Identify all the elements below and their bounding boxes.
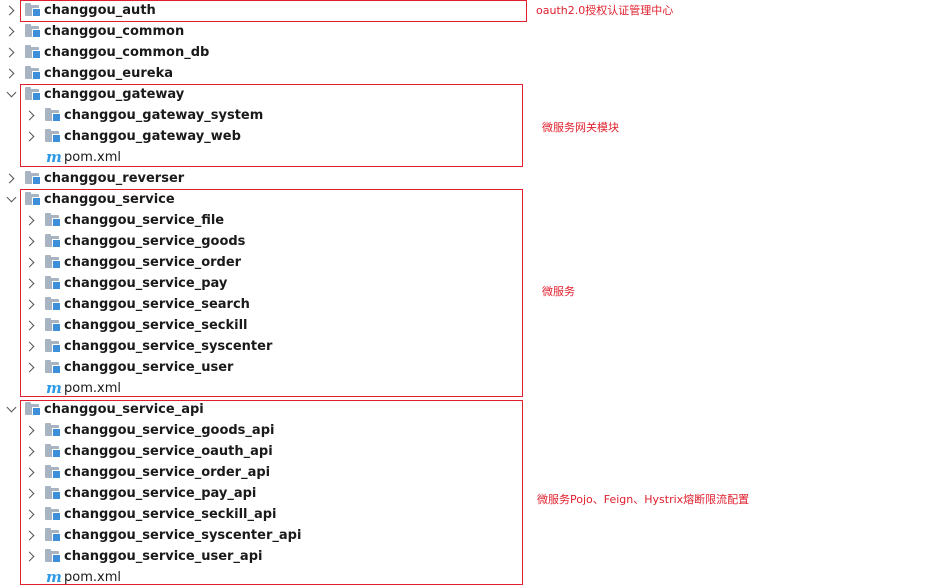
tree-module-row[interactable]: changgou_common_db bbox=[0, 42, 520, 63]
annotation-note-service-api: 微服务Pojo、Feign、Hystrix熔断限流配置 bbox=[537, 493, 750, 506]
tree-item-label: pom.xml bbox=[64, 381, 121, 396]
chevron-right-icon[interactable] bbox=[6, 0, 18, 21]
tree-item-label: changgou_service_api bbox=[44, 402, 204, 417]
tree-item-label: changgou_service_syscenter_api bbox=[64, 528, 302, 543]
module-folder-icon bbox=[45, 360, 61, 374]
module-folder-icon bbox=[45, 108, 61, 122]
module-folder-icon bbox=[45, 507, 61, 521]
maven-pom-icon: m bbox=[46, 379, 62, 397]
tree-item-label: changgou_service_order bbox=[64, 255, 242, 270]
module-folder-icon bbox=[25, 3, 41, 17]
tree-item-label: changgou_gateway_web bbox=[64, 129, 241, 144]
module-folder-icon bbox=[45, 213, 61, 227]
chevron-down-icon[interactable] bbox=[6, 399, 18, 420]
tree-item-label: changgou_common bbox=[44, 24, 185, 39]
annotation-box-auth bbox=[20, 0, 527, 22]
tree-module-row[interactable]: changgou_service_order bbox=[0, 252, 520, 273]
module-folder-icon bbox=[45, 444, 61, 458]
module-folder-icon bbox=[25, 87, 41, 101]
tree-item-label: changgou_service_goods bbox=[64, 234, 246, 249]
tree-module-row[interactable]: changgou_common bbox=[0, 21, 520, 42]
tree-item-label: changgou_service_pay bbox=[64, 276, 228, 291]
tree-module-row[interactable]: changgou_service_goods bbox=[0, 231, 520, 252]
module-folder-icon bbox=[45, 423, 61, 437]
tree-item-label: changgou_service_oauth_api bbox=[64, 444, 273, 459]
tree-module-row[interactable]: changgou_auth bbox=[0, 0, 520, 21]
annotation-box-service bbox=[20, 189, 523, 397]
tree-item-label: changgou_service_user bbox=[64, 360, 234, 375]
tree-module-row[interactable]: changgou_service_order_api bbox=[0, 462, 520, 483]
module-folder-icon bbox=[25, 24, 41, 38]
tree-module-row[interactable]: changgou_service_pay bbox=[0, 273, 520, 294]
module-folder-icon bbox=[25, 45, 41, 59]
tree-module-row[interactable]: changgou_gateway_web bbox=[0, 126, 520, 147]
module-folder-icon bbox=[45, 276, 61, 290]
annotation-box-service-api bbox=[20, 400, 523, 585]
tree-module-row[interactable]: changgou_reverser bbox=[0, 168, 520, 189]
module-folder-icon bbox=[25, 402, 41, 416]
tree-module-row[interactable]: changgou_service_seckill_api bbox=[0, 504, 520, 525]
chevron-down-icon[interactable] bbox=[6, 84, 18, 105]
annotation-box-gateway bbox=[20, 84, 523, 167]
tree-module-row[interactable]: changgou_service_user bbox=[0, 357, 520, 378]
chevron-right-icon[interactable] bbox=[6, 42, 18, 63]
tree-item-label: changgou_auth bbox=[44, 3, 156, 18]
tree-module-row[interactable]: changgou_service_oauth_api bbox=[0, 441, 520, 462]
tree-module-row[interactable]: changgou_gateway bbox=[0, 84, 520, 105]
tree-item-label: changgou_gateway bbox=[44, 87, 185, 102]
tree-item-label: changgou_gateway_system bbox=[64, 108, 264, 123]
tree-module-row[interactable]: changgou_service_seckill bbox=[0, 315, 520, 336]
module-folder-icon bbox=[45, 486, 61, 500]
maven-pom-icon: m bbox=[46, 148, 62, 166]
tree-item-label: changgou_eureka bbox=[44, 66, 174, 81]
tree-module-row[interactable]: changgou_service_search bbox=[0, 294, 520, 315]
module-folder-icon bbox=[25, 66, 41, 80]
tree-item-label: changgou_service bbox=[44, 192, 175, 207]
module-folder-icon bbox=[45, 255, 61, 269]
tree-item-label: changgou_service_seckill bbox=[64, 318, 248, 333]
module-folder-icon bbox=[45, 528, 61, 542]
tree-module-row[interactable]: changgou_service_api bbox=[0, 399, 520, 420]
tree-item-label: changgou_service_file bbox=[64, 213, 225, 228]
tree-item-label: changgou_service_pay_api bbox=[64, 486, 257, 501]
module-folder-icon bbox=[45, 234, 61, 248]
tree-module-row[interactable]: changgou_service bbox=[0, 189, 520, 210]
module-folder-icon bbox=[45, 318, 61, 332]
module-folder-icon bbox=[25, 192, 41, 206]
tree-item-label: changgou_service_user_api bbox=[64, 549, 263, 564]
tree-item-label: changgou_service_goods_api bbox=[64, 423, 275, 438]
tree-item-label: changgou_service_order_api bbox=[64, 465, 271, 480]
tree-item-label: changgou_reverser bbox=[44, 171, 185, 186]
module-folder-icon bbox=[45, 339, 61, 353]
tree-item-label: changgou_service_syscenter bbox=[64, 339, 273, 354]
annotation-note-service: 微服务 bbox=[542, 285, 575, 298]
chevron-right-icon[interactable] bbox=[6, 63, 18, 84]
chevron-down-icon[interactable] bbox=[6, 189, 18, 210]
module-folder-icon bbox=[25, 171, 41, 185]
tree-module-row[interactable]: changgou_service_syscenter_api bbox=[0, 525, 520, 546]
tree-module-row[interactable]: changgou_service_pay_api bbox=[0, 483, 520, 504]
module-folder-icon bbox=[45, 297, 61, 311]
tree-item-label: pom.xml bbox=[64, 150, 121, 165]
annotation-note-auth: oauth2.0授权认证管理中心 bbox=[536, 4, 674, 17]
chevron-right-icon[interactable] bbox=[6, 168, 18, 189]
tree-item-label: changgou_service_seckill_api bbox=[64, 507, 277, 522]
tree-module-row[interactable]: changgou_eureka bbox=[0, 63, 520, 84]
tree-module-row[interactable]: changgou_service_goods_api bbox=[0, 420, 520, 441]
chevron-right-icon[interactable] bbox=[6, 21, 18, 42]
module-folder-icon bbox=[45, 465, 61, 479]
tree-module-row[interactable]: changgou_service_syscenter bbox=[0, 336, 520, 357]
tree-item-label: changgou_service_search bbox=[64, 297, 250, 312]
tree-module-row[interactable]: changgou_service_user_api bbox=[0, 546, 520, 567]
tree-item-label: changgou_common_db bbox=[44, 45, 210, 60]
tree-module-row[interactable]: changgou_gateway_system bbox=[0, 105, 520, 126]
module-folder-icon bbox=[45, 549, 61, 563]
tree-module-row[interactable]: changgou_service_file bbox=[0, 210, 520, 231]
module-folder-icon bbox=[45, 129, 61, 143]
annotation-note-gateway: 微服务网关模块 bbox=[542, 121, 619, 134]
